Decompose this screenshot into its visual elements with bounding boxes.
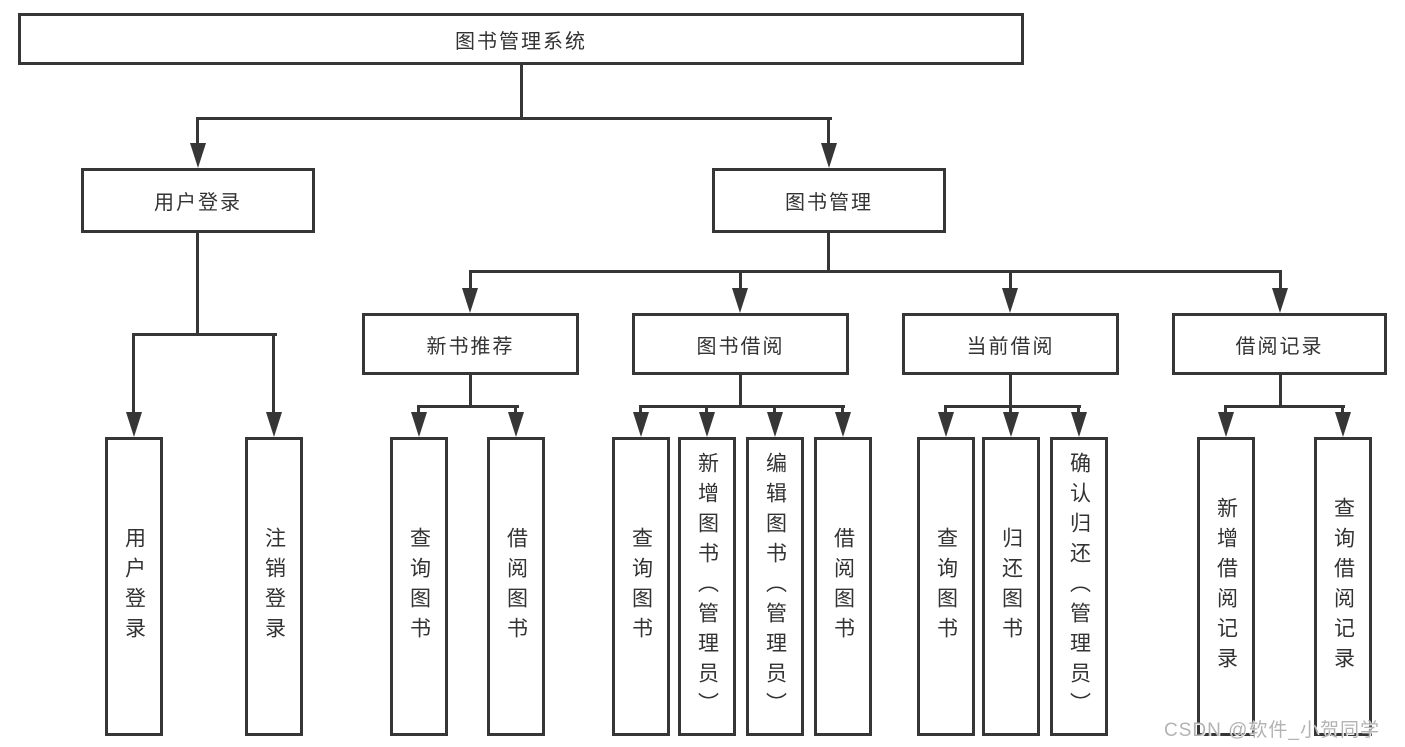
connector-current-borrow-rail: [944, 405, 1081, 408]
connector-borrow-record-stem: [1279, 375, 1282, 407]
leaf-label: 新增图书（管理员）: [695, 451, 719, 722]
connector-drop: [773, 405, 776, 415]
node-leaf-record-query: 查询借阅记录: [1314, 437, 1372, 736]
node-leaf-cur-query-book: 查询图书: [917, 437, 975, 736]
arrowhead-icon: [1218, 412, 1234, 437]
arrowhead-icon: [1003, 412, 1019, 437]
connector-drop: [705, 405, 708, 415]
leaf-label: 查询借阅记录: [1331, 496, 1355, 677]
leaf-label: 借阅图书: [504, 526, 528, 647]
arrowhead-icon: [1071, 412, 1087, 437]
connector-root-stem: [520, 65, 523, 119]
connector-drop: [1077, 405, 1080, 415]
arrowhead-icon: [411, 412, 427, 437]
node-leaf-logout: 注销登录: [245, 437, 303, 736]
arrowhead-icon: [1335, 412, 1351, 437]
arrowhead-icon: [835, 412, 851, 437]
connector-book-borrow-rail: [639, 405, 845, 408]
connector-drop: [639, 405, 642, 415]
node-current-borrow-label: 当前借阅: [966, 335, 1055, 358]
node-new-book-rec: 新书推荐: [362, 313, 579, 375]
connector-book-borrow-stem: [739, 375, 742, 407]
connector-user-login-stem: [196, 233, 199, 335]
connector-drop: [1224, 405, 1227, 415]
node-leaf-bor-add-book: 新增图书（管理员）: [678, 437, 736, 736]
connector-drop: [944, 405, 947, 415]
connector-book-management-rail: [469, 270, 1282, 273]
node-book-borrow: 图书借阅: [632, 313, 849, 375]
arrowhead-icon: [1002, 288, 1018, 313]
node-user-login: 用户登录: [81, 168, 315, 233]
node-leaf-user-login: 用户登录: [105, 437, 163, 736]
arrowhead-icon: [508, 412, 524, 437]
node-leaf-cur-confirm-return: 确认归还（管理员）: [1050, 437, 1108, 736]
connector-drop: [1009, 405, 1012, 415]
arrowhead-icon: [732, 288, 748, 313]
leaf-label: 用户登录: [122, 526, 146, 647]
leaf-label: 注销登录: [262, 526, 286, 647]
connector-drop-borrow-record: [1279, 270, 1282, 290]
arrowhead-icon: [266, 412, 282, 437]
connector-drop-leaf-user-login: [132, 333, 135, 413]
node-leaf-bor-borrow-book: 借阅图书: [814, 437, 872, 736]
connector-borrow-record-rail: [1224, 405, 1345, 408]
connector-drop-new-book-rec: [469, 270, 472, 290]
arrowhead-icon: [190, 143, 206, 168]
node-root: 图书管理系统: [18, 13, 1024, 65]
leaf-label: 确认归还（管理员）: [1067, 451, 1091, 722]
connector-user-login-rail: [132, 333, 277, 336]
arrowhead-icon: [767, 412, 783, 437]
leaf-label: 归还图书: [999, 526, 1023, 647]
connector-root-rail: [196, 117, 832, 120]
arrowhead-icon: [462, 288, 478, 313]
node-leaf-rec-query-book: 查询图书: [390, 437, 448, 736]
arrowhead-icon: [699, 412, 715, 437]
node-leaf-bor-edit-book: 编辑图书（管理员）: [746, 437, 804, 736]
node-user-login-label: 用户登录: [154, 192, 242, 214]
connector-book-management-stem: [827, 233, 830, 272]
arrowhead-icon: [1272, 288, 1288, 313]
leaf-label: 查询图书: [407, 526, 431, 647]
connector-drop-leaf-logout: [272, 333, 275, 413]
node-book-borrow-label: 图书借阅: [696, 335, 785, 358]
node-book-management: 图书管理: [712, 168, 946, 233]
connector-new-book-rec-stem: [469, 375, 472, 407]
connector-drop-user-login: [196, 117, 199, 145]
leaf-label: 编辑图书（管理员）: [763, 451, 787, 722]
node-leaf-cur-return-book: 归还图书: [982, 437, 1040, 736]
csdn-watermark: CSDN @软件_小贺同学: [1164, 720, 1380, 741]
node-leaf-bor-query-book: 查询图书: [612, 437, 670, 736]
connector-drop: [841, 405, 844, 415]
connector-drop: [1341, 405, 1344, 415]
node-root-label: 图书管理系统: [455, 30, 587, 53]
node-new-book-rec-label: 新书推荐: [426, 335, 515, 358]
connector-drop-book-management: [827, 117, 830, 145]
node-borrow-record-label: 借阅记录: [1235, 335, 1324, 358]
leaf-label: 查询图书: [629, 526, 653, 647]
connector-drop: [417, 405, 420, 415]
connector-drop-book-borrow: [739, 270, 742, 290]
arrowhead-icon: [821, 143, 837, 168]
connector-drop: [514, 405, 517, 415]
node-leaf-record-add: 新增借阅记录: [1197, 437, 1255, 736]
connector-new-book-rec-rail: [417, 405, 519, 408]
node-book-management-label: 图书管理: [785, 192, 873, 214]
arrowhead-icon: [633, 412, 649, 437]
arrowhead-icon: [126, 412, 142, 437]
leaf-label: 新增借阅记录: [1214, 496, 1238, 677]
node-leaf-rec-borrow-book: 借阅图书: [487, 437, 545, 736]
leaf-label: 借阅图书: [831, 526, 855, 647]
arrowhead-icon: [938, 412, 954, 437]
connector-drop-current-borrow: [1009, 270, 1012, 290]
node-borrow-record: 借阅记录: [1172, 313, 1387, 375]
node-current-borrow: 当前借阅: [902, 313, 1119, 375]
leaf-label: 查询图书: [934, 526, 958, 647]
connector-current-borrow-stem: [1009, 375, 1012, 407]
